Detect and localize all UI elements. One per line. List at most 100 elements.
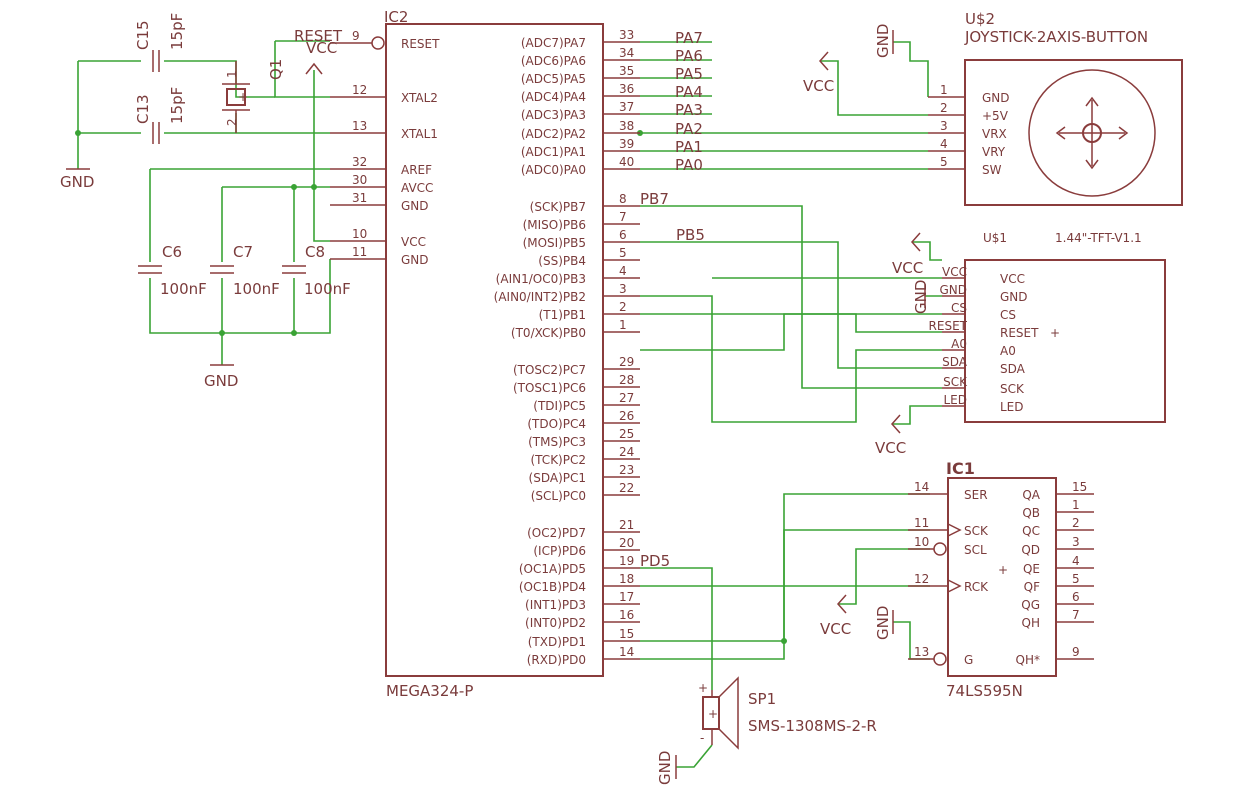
joystick-pin-num: 5 xyxy=(940,155,948,169)
net-label-pa: PA2 xyxy=(675,120,703,138)
speaker-plus: + xyxy=(698,681,708,695)
mcu-pin-num: 22 xyxy=(619,481,634,495)
mcu-pin-num: 12 xyxy=(352,83,367,97)
tft-net-label: CS xyxy=(951,301,967,315)
power-symbols: GND GND VCC VCC GND VCC GND VCC VCC GND … xyxy=(60,24,930,785)
mcu-pin-name: (TOSC2)PC7 xyxy=(513,363,586,377)
mcu-pin-num: 31 xyxy=(352,191,367,205)
shift-pin-name: SCK xyxy=(964,524,989,538)
mcu-pin-name: (ADC0)PA0 xyxy=(521,163,586,177)
joystick-ref: U$2 xyxy=(965,10,995,28)
tft-pin-name: SCK xyxy=(1000,382,1025,396)
mcu-pin-name: (AIN0/INT2)PB2 xyxy=(494,290,586,304)
net-label-pa: PA4 xyxy=(675,83,703,101)
mcu-pin-num: 37 xyxy=(619,100,634,114)
mcu-pin-num: 10 xyxy=(352,227,367,241)
mcu-pin-num: 34 xyxy=(619,46,634,60)
mcu-pin-num: 13 xyxy=(352,119,367,133)
net-label-pb7: PB7 xyxy=(640,190,669,208)
mcu-pin-name: XTAL2 xyxy=(401,91,438,105)
mcu-pin-num: 3 xyxy=(619,282,627,296)
net-label-pd5: PD5 xyxy=(640,552,670,570)
c13-value: 15pF xyxy=(168,87,186,124)
shift-pin-name: QC xyxy=(1022,524,1040,538)
mcu-pin-name: (OC1A)PD5 xyxy=(519,562,586,576)
tft-pin-name: RESET xyxy=(1000,326,1039,340)
mcu-pin-name: (OC1B)PD4 xyxy=(519,580,586,594)
shift-pin-num: 10 xyxy=(914,535,929,549)
shift-pin-num: 15 xyxy=(1072,480,1087,494)
shift-pin-name: SER xyxy=(964,488,988,502)
shift-part: 74LS595N xyxy=(946,682,1023,700)
tft-pin-name: LED xyxy=(1000,400,1024,414)
mcu-pin-name: (INT1)PD3 xyxy=(525,598,586,612)
shift-pin-name: QD xyxy=(1021,543,1040,557)
gnd-label-left: GND xyxy=(60,173,94,191)
shift-pin-num: 14 xyxy=(914,480,929,494)
gnd-label-shift: GND xyxy=(874,606,892,640)
speaker-sp1: + + - SP1 SMS-1308MS-2-R xyxy=(698,676,877,750)
mcu-pin-num: 40 xyxy=(619,155,634,169)
wires xyxy=(75,40,942,768)
tft-part: 1.44"-TFT-V1.1 xyxy=(1055,231,1142,245)
c8-ref: C8 xyxy=(305,243,325,261)
mcu-pin-num: 35 xyxy=(619,64,634,78)
c15-ref: C15 xyxy=(134,20,152,50)
mcu-pin-name: (TCK)PC2 xyxy=(531,453,587,467)
mcu-pin-num: 36 xyxy=(619,82,634,96)
mcu-pin-name: (ADC3)PA3 xyxy=(521,108,586,122)
mcu-pin-num: 9 xyxy=(352,29,360,43)
vcc-label-led: VCC xyxy=(875,439,906,457)
svg-text:+: + xyxy=(708,707,718,721)
tft-pin-name: SDA xyxy=(1000,362,1026,376)
shift-pins: 14SER11SCK10SCL12RCK13G15QA1QB2QC3QD4QE5… xyxy=(908,480,1094,667)
mcu-pin-name: (AIN1/OC0)PB3 xyxy=(496,272,586,286)
mcu-pin-name: (TXD)PD1 xyxy=(528,635,586,649)
shift-pin-num: 12 xyxy=(914,572,929,586)
mcu-pin-num: 23 xyxy=(619,463,634,477)
joystick-pin-name: +5V xyxy=(982,109,1009,123)
shift-pin-num: 5 xyxy=(1072,572,1080,586)
mcu-pin-num: 24 xyxy=(619,445,634,459)
vcc-label-shift: VCC xyxy=(820,620,851,638)
svg-text:+: + xyxy=(998,563,1008,577)
mcu-pin-num: 1 xyxy=(619,318,627,332)
net-label-pa: PA5 xyxy=(675,65,703,83)
net-label-pa: PA0 xyxy=(675,156,703,174)
mcu-pin-name: (ICP)PD6 xyxy=(533,544,586,558)
mcu-pin-num: 19 xyxy=(619,554,634,568)
c15-value: 15pF xyxy=(168,13,186,50)
mcu-pin-num: 17 xyxy=(619,590,634,604)
tft-pin-name: GND xyxy=(1000,290,1028,304)
speaker-ref: SP1 xyxy=(748,690,776,708)
c8-value: 100nF xyxy=(304,280,351,298)
mcu-pin-num: 29 xyxy=(619,355,634,369)
mcu-pin-name: XTAL1 xyxy=(401,127,438,141)
mcu-pin-num: 27 xyxy=(619,391,634,405)
tft-net-label: GND xyxy=(939,283,967,297)
mcu-mega324: IC2 MEGA324-P 9RESET12XTAL213XTAL132AREF… xyxy=(330,8,640,700)
crystal-q1: + 1 2 Q1 xyxy=(222,59,285,133)
speaker-minus: - xyxy=(700,731,704,745)
c6-value: 100nF xyxy=(160,280,207,298)
mcu-pin-name: (ADC5)PA5 xyxy=(521,72,586,86)
tft-net-label: SDA xyxy=(942,355,968,369)
mcu-pin-name: (SCK)PB7 xyxy=(530,200,586,214)
shift-pin-name: QH* xyxy=(1016,653,1040,667)
tft-net-label: VCC xyxy=(942,265,967,279)
capacitor-c6: C6 100nF xyxy=(138,243,207,298)
mcu-pin-name: (T0/XCK)PB0 xyxy=(511,326,586,340)
joystick-pin-num: 2 xyxy=(940,101,948,115)
shift-pin-name: G xyxy=(964,653,973,667)
c7-value: 100nF xyxy=(233,280,280,298)
mcu-left-pins: 9RESET12XTAL213XTAL132AREF30AVCC31GND10V… xyxy=(330,29,440,267)
vcc-label-tft: VCC xyxy=(892,259,923,277)
mcu-pin-num: 6 xyxy=(619,228,627,242)
mcu-pin-name: (TOSC1)PC6 xyxy=(513,381,586,395)
mcu-pin-name: (ADC6)PA6 xyxy=(521,54,586,68)
shift-pin-num: 7 xyxy=(1072,608,1080,622)
shift-pin-num: 2 xyxy=(1072,516,1080,530)
